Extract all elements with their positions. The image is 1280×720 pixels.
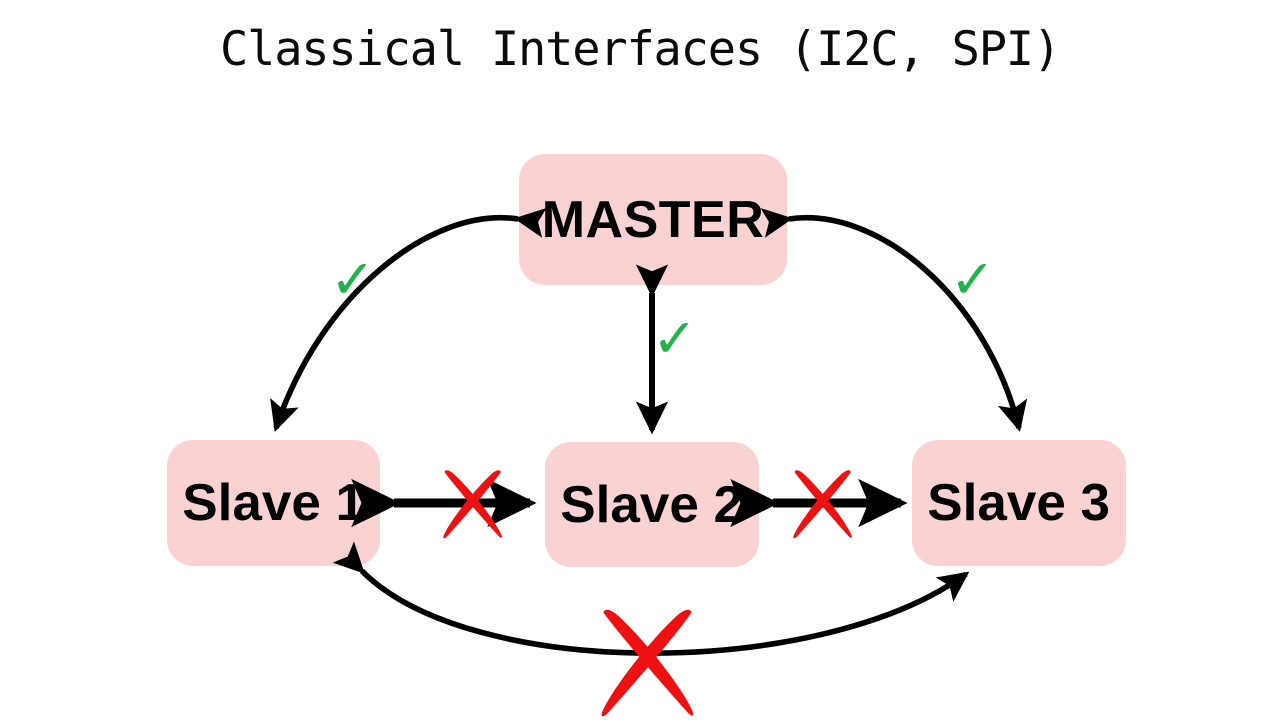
- node-master-label: MASTER: [541, 190, 765, 249]
- node-slave-1-label: Slave 1: [182, 474, 365, 532]
- link-master-slave-3[interactable]: [760, 207, 1028, 432]
- page-title: Classical Interfaces (I2C, SPI): [220, 22, 1061, 77]
- check-icon-master-slave-1: ✓: [330, 248, 376, 311]
- cross-icon-slave-1-slave-3: [601, 609, 694, 717]
- check-icon-master-slave-2: ✓: [652, 307, 698, 370]
- cross-icon-slave-2-slave-3: [793, 470, 852, 539]
- node-master[interactable]: MASTER: [519, 154, 787, 285]
- check-icon-master-slave-3: ✓: [950, 248, 996, 311]
- node-slave-2-label: Slave 2: [560, 475, 744, 534]
- link-master-slave-1[interactable]: [270, 207, 547, 432]
- node-slave-3-label: Slave 3: [927, 474, 1111, 532]
- cross-icon-slave-1-slave-2: [443, 470, 502, 539]
